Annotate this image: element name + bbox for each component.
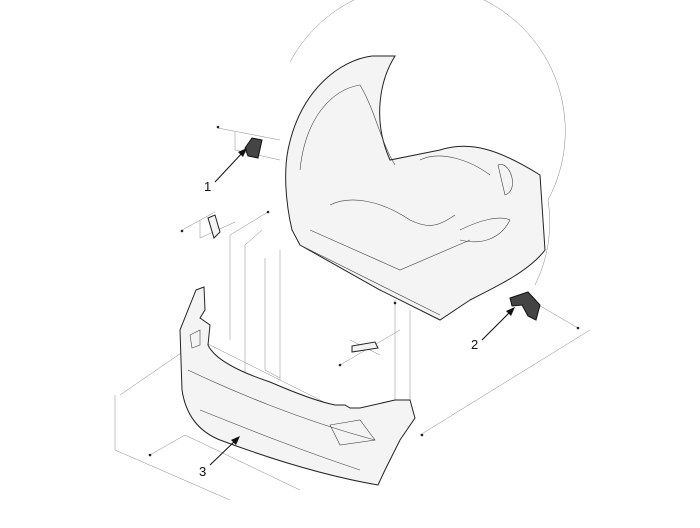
center-bracket [351, 341, 379, 353]
bracket-part-1 [244, 137, 263, 159]
rear-bumper-cover-part-3 [179, 286, 416, 486]
callout-label-2: 2 [471, 337, 479, 352]
upper-side-bracket [207, 214, 221, 239]
callout-label-1: 1 [204, 179, 212, 194]
vehicle-rear-body [285, 55, 546, 321]
bracket-part-2 [509, 291, 541, 321]
detail-circle-outline [289, 0, 566, 286]
callout-label-3: 3 [199, 464, 207, 479]
callout-arrows [209, 148, 515, 466]
fastener-dots [148, 125, 580, 457]
